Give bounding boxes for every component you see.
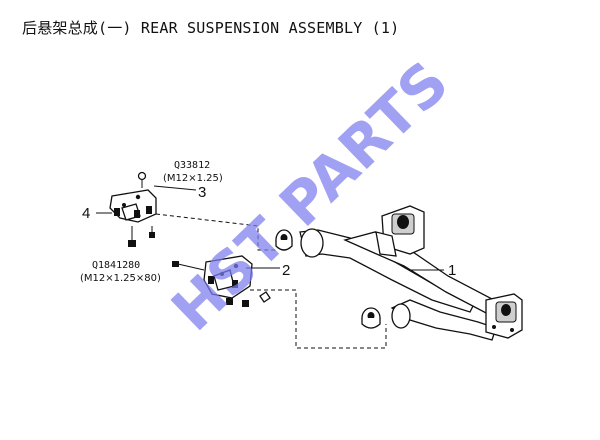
callout-1: 1 bbox=[448, 262, 456, 279]
rear-axle-beam: 1 bbox=[299, 205, 523, 341]
spec-m12x1-25: (M12×1.25) bbox=[163, 173, 223, 184]
callout-2: 2 bbox=[282, 262, 290, 279]
callout-4: 4 bbox=[82, 205, 90, 222]
page-title: 后悬架总成(一) REAR SUSPENSION ASSEMBLY (1) bbox=[22, 19, 400, 37]
part-number-q33812: Q33812 bbox=[174, 160, 210, 171]
assembly-dashed-lines bbox=[155, 213, 387, 349]
lower-mounting-bracket: 2 bbox=[172, 255, 290, 307]
callout-3: 3 bbox=[198, 184, 206, 201]
part-number-q1841280: Q1841280 bbox=[92, 260, 140, 271]
front-bushing-upper bbox=[275, 229, 293, 251]
front-bushing-lower bbox=[361, 307, 381, 329]
spec-m12x1-25x80: (M12×1.25×80) bbox=[80, 273, 161, 284]
upper-mounting-bracket: 3 4 bbox=[82, 171, 206, 247]
